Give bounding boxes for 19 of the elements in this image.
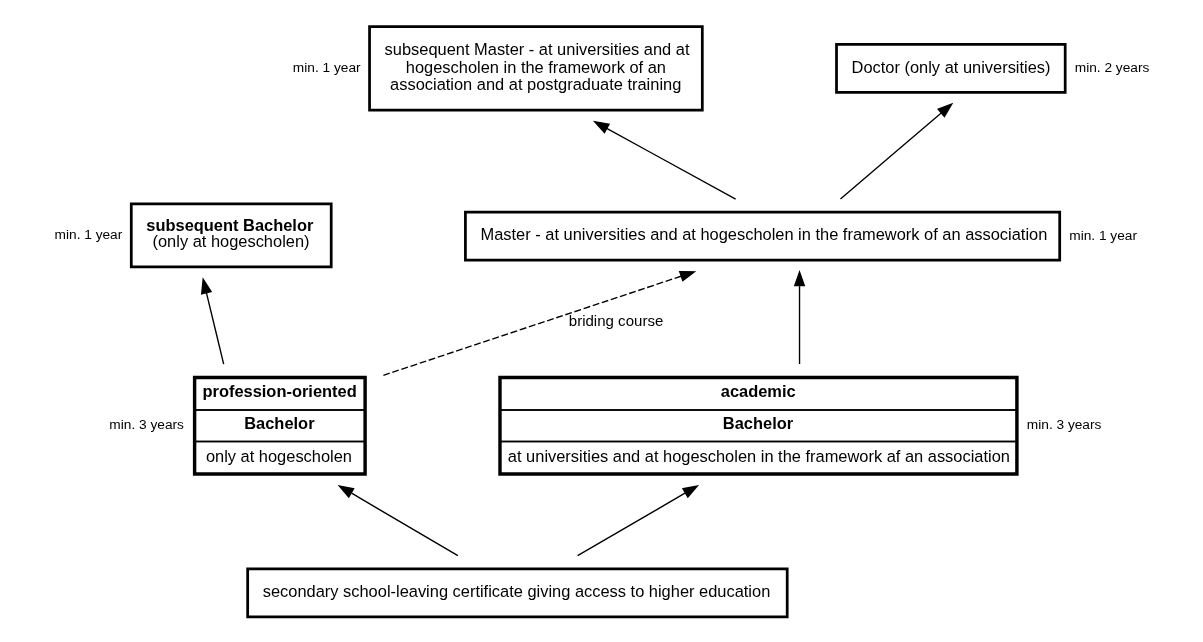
edge-label: briding course xyxy=(568,311,663,329)
arrow xyxy=(337,484,459,557)
node-label: min. 1 year xyxy=(54,226,122,242)
node-box: Doctor (only at universities) xyxy=(834,43,1067,94)
node-box: subsequent Master - at universities and at hogescholen in the framework of an association and at postgraduate training xyxy=(367,25,704,112)
arrow xyxy=(592,120,736,200)
node-label: min. 3 years xyxy=(1026,417,1101,433)
arrow xyxy=(793,269,805,365)
node-label: min. 2 years xyxy=(1074,59,1149,75)
node-label: min. 1 year xyxy=(292,59,361,75)
node-label: min. 3 years xyxy=(108,417,184,433)
node-box: secondary school-leaving certificate giving access to higher education xyxy=(245,567,789,619)
node-box: subsequent Bachelor (only at hogescholen) xyxy=(129,202,333,269)
node-label: min. 1 year xyxy=(1068,227,1137,243)
arrow xyxy=(200,277,224,365)
arrow xyxy=(576,484,699,557)
node-box: Master - at universities and at hogescholen in the framework of an association xyxy=(463,210,1061,262)
arrow xyxy=(382,270,696,376)
arrow xyxy=(839,102,953,200)
